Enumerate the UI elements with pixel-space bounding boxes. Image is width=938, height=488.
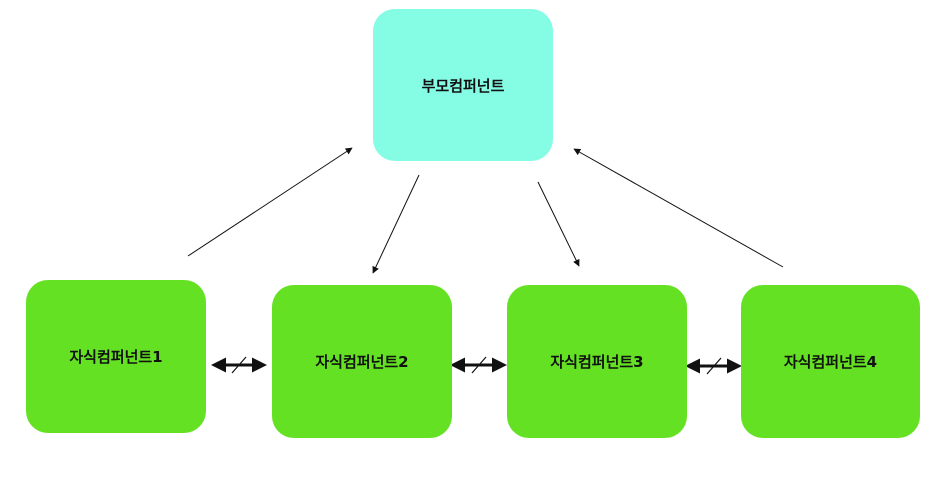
child-component-3-label: 자식컴퍼넌트3 bbox=[550, 353, 644, 371]
edge-child1-child2-blocked bbox=[211, 356, 267, 374]
edge-parent-to-child2 bbox=[372, 174, 420, 274]
child-component-3-box: 자식컴퍼넌트3 bbox=[507, 285, 687, 438]
edge-parent-to-child3 bbox=[537, 181, 580, 267]
parent-component-box: 부모컴퍼넌트 bbox=[373, 9, 553, 161]
edge-child2-child3-blocked bbox=[450, 356, 507, 374]
child-component-2-box: 자식컴퍼넌트2 bbox=[272, 285, 452, 438]
child-component-4-box: 자식컴퍼넌트4 bbox=[741, 285, 920, 438]
child-component-2-label: 자식컴퍼넌트2 bbox=[315, 353, 409, 371]
edge-child4-to-parent bbox=[573, 148, 784, 268]
child-component-4-label: 자식컴퍼넌트4 bbox=[783, 353, 878, 371]
parent-component-label: 부모컴퍼넌트 bbox=[421, 76, 505, 95]
child-component-1-box: 자식컴퍼넌트1 bbox=[26, 280, 206, 433]
edge-child3-child4-blocked bbox=[685, 357, 742, 375]
edge-child1-to-parent bbox=[187, 147, 353, 257]
child-component-1-label: 자식컴퍼넌트1 bbox=[69, 348, 163, 366]
